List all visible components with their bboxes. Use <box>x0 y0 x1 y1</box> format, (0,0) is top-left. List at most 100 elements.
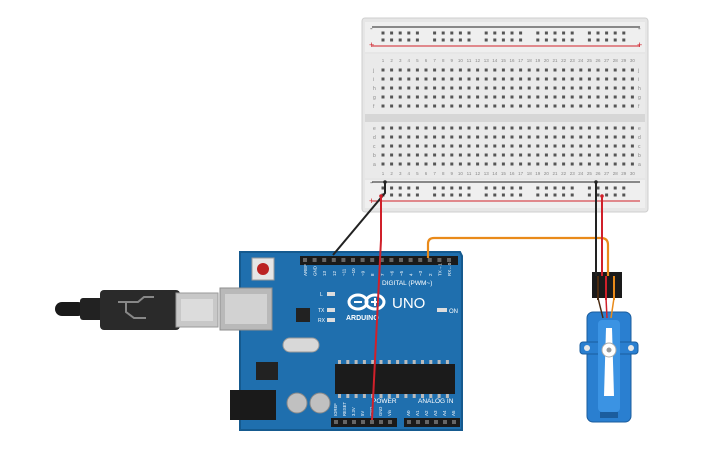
rail-hole[interactable] <box>553 186 557 190</box>
terminal-hole[interactable] <box>415 68 419 72</box>
terminal-hole[interactable] <box>476 126 480 130</box>
terminal-hole[interactable] <box>544 104 548 108</box>
header-pin[interactable] <box>312 258 317 262</box>
terminal-hole[interactable] <box>415 86 419 90</box>
terminal-hole[interactable] <box>587 68 591 72</box>
terminal-hole[interactable] <box>622 135 626 139</box>
terminal-hole[interactable] <box>433 153 437 157</box>
terminal-hole[interactable] <box>579 126 583 130</box>
rail-hole[interactable] <box>441 38 445 42</box>
terminal-hole[interactable] <box>493 68 497 72</box>
terminal-hole[interactable] <box>579 104 583 108</box>
rail-hole[interactable] <box>519 193 523 197</box>
terminal-hole[interactable] <box>458 77 462 81</box>
rail-hole[interactable] <box>493 193 497 197</box>
rail-hole[interactable] <box>493 31 497 35</box>
terminal-hole[interactable] <box>570 86 574 90</box>
terminal-hole[interactable] <box>553 135 557 139</box>
terminal-hole[interactable] <box>476 144 480 148</box>
rail-hole[interactable] <box>433 38 437 42</box>
rail-hole[interactable] <box>415 31 419 35</box>
rail-hole[interactable] <box>570 31 574 35</box>
rail-hole[interactable] <box>390 186 394 190</box>
header-pin[interactable] <box>425 420 429 424</box>
terminal-hole[interactable] <box>450 126 454 130</box>
rail-hole[interactable] <box>622 31 626 35</box>
rail-hole[interactable] <box>562 31 566 35</box>
terminal-hole[interactable] <box>553 95 557 99</box>
terminal-hole[interactable] <box>596 95 600 99</box>
terminal-hole[interactable] <box>596 86 600 90</box>
terminal-hole[interactable] <box>622 153 626 157</box>
rail-hole[interactable] <box>613 193 617 197</box>
terminal-hole[interactable] <box>579 144 583 148</box>
header-pin[interactable] <box>434 420 438 424</box>
terminal-hole[interactable] <box>553 86 557 90</box>
terminal-hole[interactable] <box>630 135 634 139</box>
terminal-hole[interactable] <box>433 126 437 130</box>
header-pin[interactable] <box>343 420 347 424</box>
rail-hole[interactable] <box>484 31 488 35</box>
terminal-hole[interactable] <box>501 104 505 108</box>
terminal-hole[interactable] <box>587 144 591 148</box>
terminal-hole[interactable] <box>613 86 617 90</box>
rail-hole[interactable] <box>493 186 497 190</box>
rail-hole[interactable] <box>519 31 523 35</box>
terminal-hole[interactable] <box>441 86 445 90</box>
terminal-hole[interactable] <box>544 68 548 72</box>
terminal-hole[interactable] <box>605 68 609 72</box>
terminal-hole[interactable] <box>390 95 394 99</box>
terminal-hole[interactable] <box>622 162 626 166</box>
terminal-hole[interactable] <box>553 77 557 81</box>
terminal-hole[interactable] <box>441 135 445 139</box>
terminal-hole[interactable] <box>562 135 566 139</box>
terminal-hole[interactable] <box>562 95 566 99</box>
rail-hole[interactable] <box>536 186 540 190</box>
terminal-hole[interactable] <box>536 153 540 157</box>
terminal-hole[interactable] <box>553 68 557 72</box>
rail-hole[interactable] <box>390 38 394 42</box>
terminal-hole[interactable] <box>467 95 471 99</box>
terminal-hole[interactable] <box>630 77 634 81</box>
rail-hole[interactable] <box>562 193 566 197</box>
rail-hole[interactable] <box>467 193 471 197</box>
terminal-hole[interactable] <box>476 95 480 99</box>
terminal-hole[interactable] <box>519 153 523 157</box>
terminal-hole[interactable] <box>630 104 634 108</box>
terminal-hole[interactable] <box>579 68 583 72</box>
rail-hole[interactable] <box>407 193 411 197</box>
rail-hole[interactable] <box>415 38 419 42</box>
rail-hole[interactable] <box>415 193 419 197</box>
header-pin[interactable] <box>379 258 384 262</box>
terminal-hole[interactable] <box>450 153 454 157</box>
rail-hole[interactable] <box>596 31 600 35</box>
terminal-hole[interactable] <box>441 77 445 81</box>
header-pin[interactable] <box>447 258 451 262</box>
terminal-hole[interactable] <box>587 135 591 139</box>
terminal-hole[interactable] <box>458 68 462 72</box>
terminal-hole[interactable] <box>630 68 634 72</box>
rail-hole[interactable] <box>433 193 437 197</box>
terminal-hole[interactable] <box>596 144 600 148</box>
rail-hole[interactable] <box>536 31 540 35</box>
terminal-hole[interactable] <box>476 153 480 157</box>
terminal-hole[interactable] <box>415 95 419 99</box>
rail-hole[interactable] <box>570 186 574 190</box>
rail-hole[interactable] <box>570 38 574 42</box>
terminal-hole[interactable] <box>467 144 471 148</box>
terminal-hole[interactable] <box>381 104 385 108</box>
terminal-hole[interactable] <box>424 68 428 72</box>
rail-hole[interactable] <box>407 31 411 35</box>
terminal-hole[interactable] <box>544 86 548 90</box>
terminal-hole[interactable] <box>493 144 497 148</box>
terminal-hole[interactable] <box>613 104 617 108</box>
rail-hole[interactable] <box>501 186 505 190</box>
terminal-hole[interactable] <box>390 153 394 157</box>
terminal-hole[interactable] <box>630 153 634 157</box>
terminal-hole[interactable] <box>562 104 566 108</box>
terminal-hole[interactable] <box>510 162 514 166</box>
terminal-hole[interactable] <box>415 153 419 157</box>
rail-hole[interactable] <box>398 193 402 197</box>
terminal-hole[interactable] <box>390 126 394 130</box>
